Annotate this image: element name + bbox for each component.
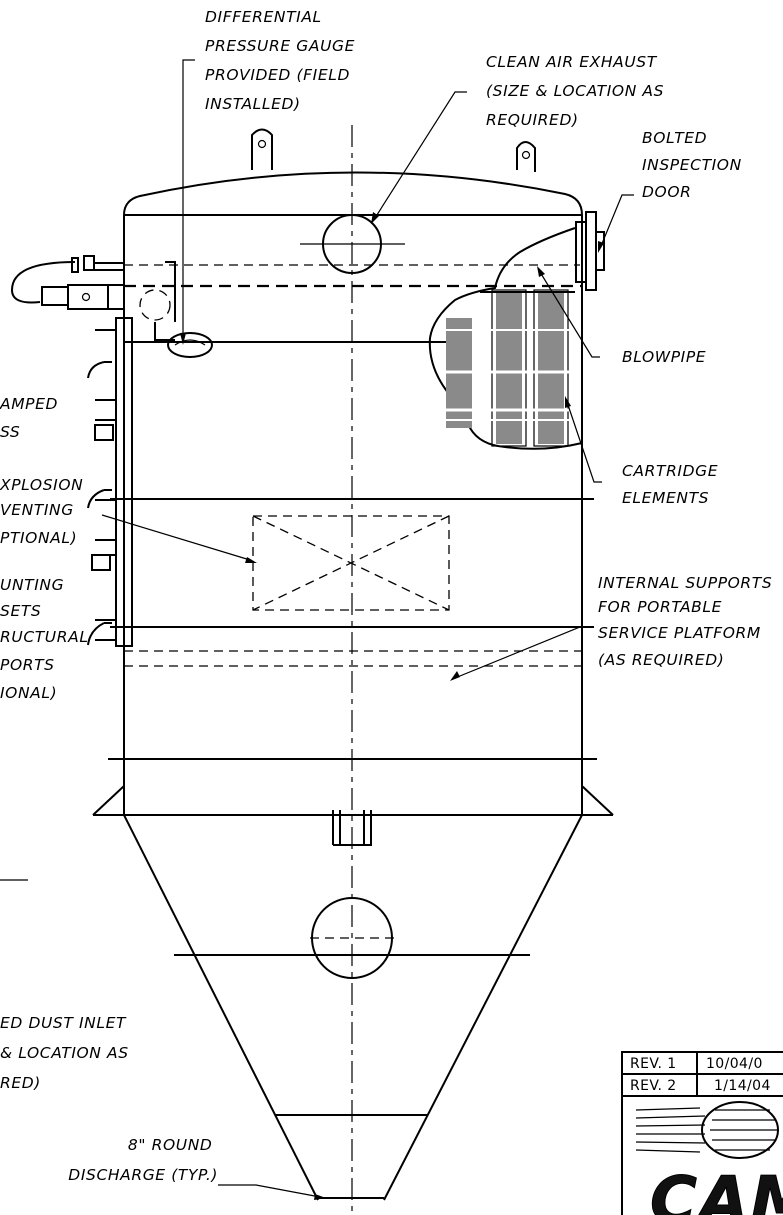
inspection-door-callout: BOLTED INSPECTION DOOR <box>642 129 747 201</box>
blowpipe-callout: BLOWPIPE <box>622 348 706 366</box>
top-head <box>123 128 583 216</box>
lifting-lug-left <box>251 128 273 170</box>
clean-air-exhaust <box>300 214 405 274</box>
company-logo: CAM <box>635 1101 783 1215</box>
dp-gauge-callout: DIFFERENTIAL PRESSURE GAUGE PROVIDED (FI… <box>205 8 361 113</box>
explosion-vent-panel <box>87 317 133 647</box>
mounting-brackets-callout: UNTING SETS RUCTURAL PORTS IONAL) <box>0 576 94 702</box>
internal-supports-callout: INTERNAL SUPPORTS FOR PORTABLE SERVICE P… <box>598 574 778 669</box>
rev2-label: REV. 2 <box>630 1078 677 1094</box>
rev1-label: REV. 1 <box>630 1056 677 1072</box>
cartridge-element-2 <box>533 289 569 447</box>
vessel-shell <box>92 215 614 846</box>
leader-lines <box>0 59 634 1200</box>
rev1-date: 10/04/0 <box>706 1056 763 1072</box>
cartridge-element-1 <box>491 289 527 447</box>
cartridge-cutaway <box>428 227 583 450</box>
discharge-callout: 8" ROUND DISCHARGE (TYP.) <box>68 1136 218 1184</box>
dust-inlet-callout: ED DUST INLET & LOCATION AS RED) <box>0 1014 134 1092</box>
logo-text: CAM <box>650 1164 783 1215</box>
inspection-door <box>575 211 605 291</box>
title-block: REV. 1 10/04/0 REV. 2 1/14/04 CAM <box>621 1051 783 1215</box>
hopper-cone <box>123 814 583 1201</box>
rev2-date: 1/14/04 <box>714 1078 771 1094</box>
clean-air-exhaust-callout: CLEAN AIR EXHAUST (SIZE & LOCATION AS RE… <box>486 53 670 129</box>
clamped-callout: AMPED SS <box>0 395 64 441</box>
cartridge-elements-callout: CARTRIDGE ELEMENTS <box>622 462 724 507</box>
pressure-gauge-assembly <box>10 255 213 358</box>
lifting-lug-right <box>516 141 536 172</box>
explosion-vent-opening <box>252 515 450 611</box>
explosion-venting-callout: XPLOSION VENTING PTIONAL) <box>0 476 89 547</box>
